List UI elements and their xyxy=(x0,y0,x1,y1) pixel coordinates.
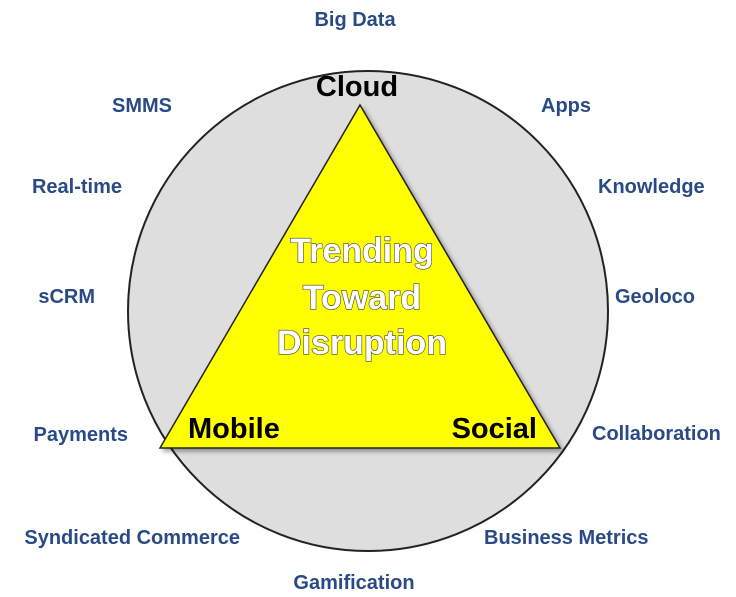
label-geoloco: Geoloco xyxy=(615,286,695,308)
label-big-data: Big Data xyxy=(314,9,396,31)
label-payments: Payments xyxy=(34,424,129,446)
label-apps: Apps xyxy=(541,95,591,117)
label-syndicated-commerce: Syndicated Commerce xyxy=(24,527,240,549)
vertex-label-social: Social xyxy=(452,413,537,445)
vertex-label-cloud: Cloud xyxy=(316,71,398,103)
triangle xyxy=(158,103,562,449)
label-gamification: Gamification xyxy=(293,572,414,594)
center-title-line-2: Toward xyxy=(303,279,421,317)
label-smms: SMMS xyxy=(112,95,172,117)
label-knowledge: Knowledge xyxy=(598,176,705,198)
vertex-label-mobile: Mobile xyxy=(188,413,280,445)
label-collaboration: Collaboration xyxy=(592,423,721,445)
center-title-line-3: Disruption xyxy=(277,324,447,362)
label-business-metrics: Business Metrics xyxy=(484,527,649,549)
label-scrm: sCRM xyxy=(38,286,95,308)
center-title-line-1: Trending xyxy=(290,232,434,270)
label-real-time: Real-time xyxy=(32,176,122,198)
